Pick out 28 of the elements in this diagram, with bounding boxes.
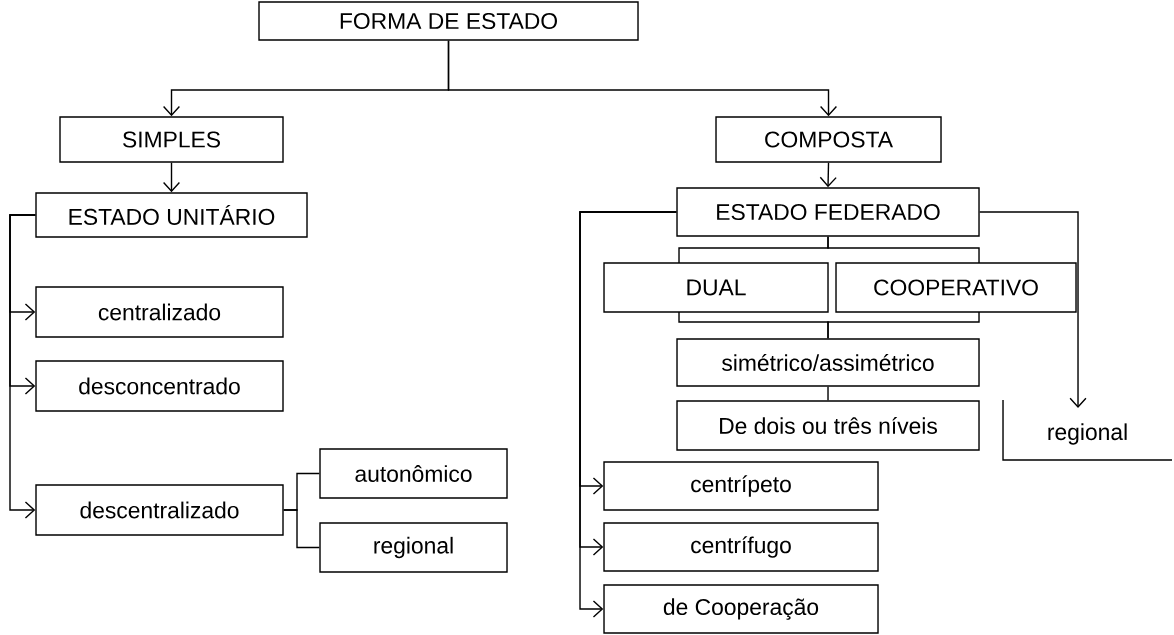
open-box: regional [1002,399,1173,461]
arrow [979,211,1087,408]
connector-line [827,386,829,401]
arrow [447,40,838,117]
text-box: SIMPLES [59,116,284,163]
text-box: autonômico [319,448,508,499]
connector-line [283,509,320,549]
arrow [579,211,677,618]
text-box: desconcentrado [35,360,284,412]
text-box: centralizado [35,286,284,338]
text-box: COOPERATIVO [835,262,1077,313]
text-box: centrípeto [603,461,879,511]
text-box: De dois ou três níveis [676,400,980,451]
text-box: descentralizado [35,484,284,536]
text-box: regional [319,522,508,573]
connector-line [827,311,980,339]
text-box: centrífugo [603,522,879,572]
text-box: de Cooperação [603,584,879,634]
text-box: simétrico/assimétrico [676,338,980,387]
text-box: COMPOSTA [715,116,942,163]
text-box: FORMA DE ESTADO [258,1,639,41]
text-box: ESTADO FEDERADO [676,187,980,237]
connector-line [827,236,980,264]
arrow [162,162,181,193]
text-box: DUAL [603,262,829,313]
text-box: ESTADO UNITÁRIO [35,192,308,238]
arrow [819,162,837,188]
arrow [9,214,36,519]
